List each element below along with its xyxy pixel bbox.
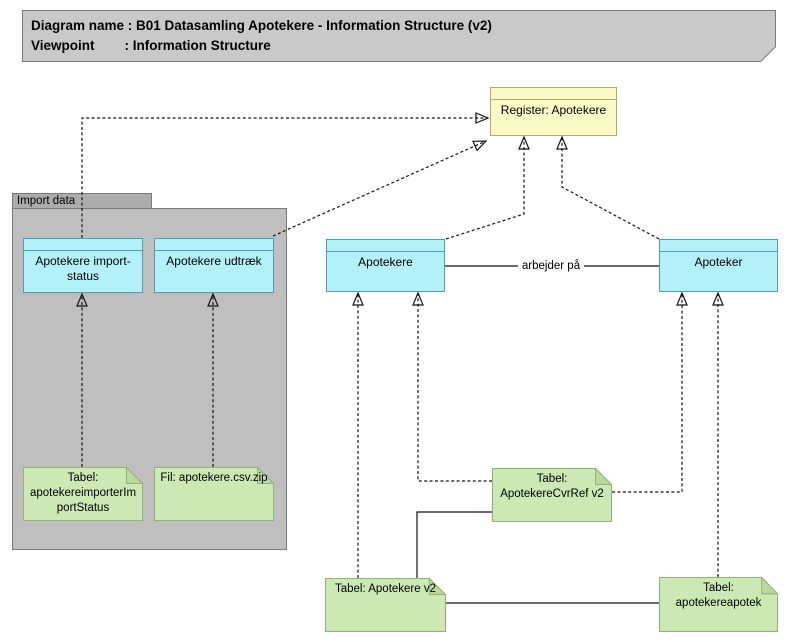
node-apotekere-import-status-label: Apotekere import-status [35,254,131,283]
node-apotekere-udtraek[interactable]: Apotekere udtræk [154,238,274,293]
association-tabelv2-cvrref [416,511,492,578]
note-tabel-apotekereimporterimportstatus[interactable]: Tabel: apotekereimporterImportStatus [23,466,144,521]
note-tabel-apotekere-v2[interactable]: Tabel: Apotekere v2 [325,577,447,632]
note-fil-apotekere-csv-zip-label: Fil: apotekere.csv.zip [160,472,268,484]
diagram-title-text: Diagram name : B01 Datasamling Apotekere… [31,16,492,56]
folder-import-data-label: Import data [17,195,76,207]
node-register-label: Register: Apotekere [500,103,607,117]
note-fold-icon [257,466,275,484]
realization-udtraek-to-register [272,141,486,237]
note-tabel-apotekerecvrref-v2-label: Tabel: ApotekereCvrRef v2 [500,473,604,500]
node-apotekere-label: Apotekere [358,255,413,269]
note-fold-icon [126,466,144,484]
note-shape [659,576,779,632]
realization-apotekere-to-register [445,137,524,240]
note-tabel-apotekere-v2-label: Tabel: Apotekere v2 [334,583,436,595]
node-apotekere-header [327,240,444,252]
node-apotekere-import-status-header [24,239,142,251]
node-apoteker-label: Apoteker [694,255,743,269]
node-apotekere-udtraek-header [155,239,273,251]
node-apotekere-udtraek-label: Apotekere udtræk [166,254,262,268]
realization-apoteker-to-register [562,137,660,240]
node-apoteker[interactable]: Apoteker [659,239,778,292]
diagram-title-note-fill: Diagram name : B01 Datasamling Apotekere… [23,11,775,61]
note-fold-icon [428,577,447,595]
association-label-arbejder-paa: arbejder på [517,260,585,272]
realization-cvrref-to-apotekere [418,293,492,482]
note-fold-icon [595,467,613,485]
note-fil-apotekere-csv-zip[interactable]: Fil: apotekere.csv.zip [154,466,275,521]
note-tabel-apotekerecvrref-v2[interactable]: Tabel: ApotekereCvrRef v2 [492,467,613,522]
note-shape [492,467,613,522]
note-shape [23,466,144,521]
diagram-name-line: Diagram name : B01 Datasamling Apotekere… [31,18,492,33]
note-tabel-apotekereapotek[interactable]: Tabel: apotekereapotek [659,576,779,632]
node-apotekere[interactable]: Apotekere [326,239,445,292]
realization-cvrref-to-apoteker [612,293,682,493]
viewpoint-line: Viewpoint : Information Structure [31,38,271,53]
node-register-header [491,88,616,100]
note-tabel-apotekereimporterimportstatus-label: Tabel: apotekereimporterImportStatus [29,472,137,514]
note-shape [154,466,275,521]
note-fold-icon [761,576,779,595]
node-apoteker-header [660,240,777,252]
note-shape [325,577,447,632]
diagram-title-note: Diagram name : B01 Datasamling Apotekere… [22,10,776,62]
node-register-apotekere[interactable]: Register: Apotekere [490,87,617,136]
node-apotekere-import-status[interactable]: Apotekere import-status [23,238,143,293]
note-tabel-apotekereapotek-label: Tabel: apotekereapotek [675,582,762,609]
